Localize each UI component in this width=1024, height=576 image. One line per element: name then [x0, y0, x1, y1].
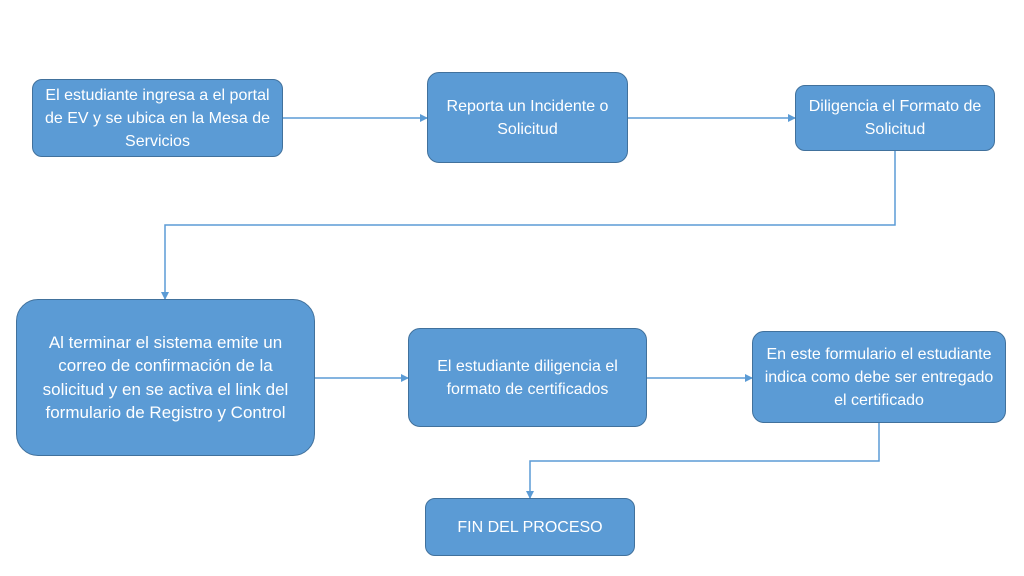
step-4-label: Al terminar el sistema emite un correo d…	[42, 332, 289, 423]
step-7-end-box: FIN DEL PROCESO	[425, 498, 635, 556]
step-2-label: Reporta un Incidente o Solicitud	[446, 97, 609, 138]
step-1-box: El estudiante ingresa a el portal de EV …	[32, 79, 283, 157]
step-3-label: Diligencia el Formato de Solicitud	[808, 98, 982, 138]
step-6-box: En este formulario el estudiante indica …	[752, 331, 1006, 423]
step-1-label: El estudiante ingresa a el portal de EV …	[44, 86, 271, 150]
connector-step3-to-step4	[161, 151, 896, 300]
step-4-box: Al terminar el sistema emite un correo d…	[16, 299, 315, 456]
step-7-label: FIN DEL PROCESO	[457, 518, 603, 536]
step-3-box: Diligencia el Formato de Solicitud	[795, 85, 995, 151]
step-5-label: El estudiante diligencia el formato de c…	[437, 357, 618, 398]
step-6-label: En este formulario el estudiante indica …	[764, 345, 994, 409]
step-5-box: El estudiante diligencia el formato de c…	[408, 328, 647, 427]
step-2-box: Reporta un Incidente o Solicitud	[427, 72, 628, 163]
connector-step6-to-step7	[526, 423, 880, 499]
